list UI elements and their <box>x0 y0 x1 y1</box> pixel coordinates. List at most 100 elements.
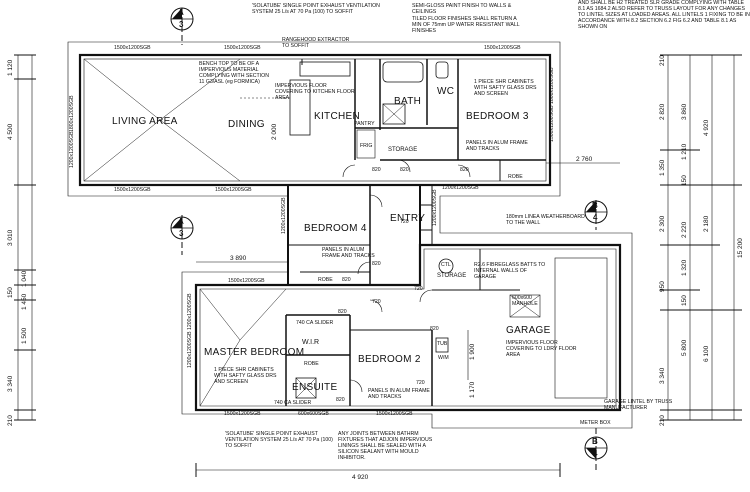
door-swing <box>369 194 383 208</box>
note-rangehood: RANGEHOOD EXTRACTOR TO SOFFIT <box>282 37 350 49</box>
note-screen-bath: 1 PIECE SHR CABINETS WITH SAFTY GLASS DR… <box>474 79 537 97</box>
note-screen-ensuite: 1 PIECE SHR CABINETS WITH SAFTY GLASS DR… <box>214 367 277 385</box>
bath-tub <box>382 61 424 83</box>
door-code: 820 <box>372 261 381 267</box>
room-label-bath: BATH <box>394 96 422 107</box>
window-code: 1200x1200SGB <box>432 189 438 226</box>
washing-machine-label: W/M <box>438 355 449 361</box>
dimension-label: 150 <box>681 295 688 306</box>
note-manhole: 600x600 MANHOLE <box>512 295 538 307</box>
dimension-label: 1 040 <box>21 270 28 287</box>
room-label-wc: WC <box>437 86 455 97</box>
window-code: 1500x1200SGB <box>376 411 413 417</box>
dimension-label: 2 300 <box>659 215 666 232</box>
ctl-label: CTL <box>441 262 451 268</box>
dimension-label: 3 340 <box>7 375 14 392</box>
dimension-label: 3 010 <box>7 229 14 246</box>
door-code: 820 <box>342 277 351 283</box>
dimension-label: 3 860 <box>681 103 688 120</box>
ensuite-shower <box>295 377 317 399</box>
island-bench <box>289 79 311 136</box>
dimension-label: 6 100 <box>703 345 710 362</box>
door-code: 820 <box>430 326 439 332</box>
dimension-label: 3 890 <box>230 255 247 262</box>
dimension-label: 4 920 <box>703 119 710 136</box>
dimension-label: 2 180 <box>703 215 710 232</box>
garage-car-space <box>554 257 608 399</box>
dimension-label: 210 <box>659 415 666 426</box>
dimension-label: 2 820 <box>659 103 666 120</box>
room-label-fridge: FRIG <box>360 143 373 149</box>
note-exhaust-top: 'SOLATUBE' SINGLE POINT EXHAUST VENTILAT… <box>252 3 380 15</box>
note-top-right: AND SHALL BE H2 TREATED SLR GRADE COMPLY… <box>578 0 750 30</box>
upper-wing-walls <box>78 53 552 187</box>
room-label-garage: GARAGE <box>506 325 551 336</box>
window-code: 1800x1200SGB <box>69 95 75 132</box>
dimension-label: 1 450 <box>21 293 28 310</box>
dimension-label: 210 <box>7 415 14 426</box>
room-label-bedroom4: BEDROOM 4 <box>304 223 367 234</box>
window-code: 1500x1200SGB <box>114 187 151 193</box>
dimension-label: 210 <box>659 55 666 66</box>
room-label-wir: W.I.R <box>302 339 320 346</box>
window-code: 1800x1200SGB <box>549 67 555 104</box>
dimension-label: 150 <box>7 287 14 298</box>
door-code: 720 <box>400 219 409 225</box>
note-joints: ANY JOINTS BETWEEN BATHRM FIXTURES THAT … <box>338 431 433 461</box>
window-code: 1200x1200SGB <box>69 131 75 168</box>
door-code: 820 <box>400 167 409 173</box>
wir-robe-label: ROBE <box>304 361 319 367</box>
window-code: 1500x1200SGB <box>215 187 252 193</box>
laundry-tub <box>435 337 449 353</box>
window-code: 1200x1200SGB <box>281 197 287 234</box>
note-fibreglass: R2.6 FIBREGLASS BATTS TO INTERNAL WALLS … <box>474 262 546 280</box>
window-code: 1500x1200SGB <box>114 45 151 51</box>
toilet-wc <box>435 61 449 79</box>
dimension-label: 950 <box>659 281 666 292</box>
room-label-bedroom3: BEDROOM 3 <box>466 111 529 122</box>
window-code: 1500x1200SGB <box>224 45 261 51</box>
room-label-bedroom2: BEDROOM 2 <box>358 354 421 365</box>
dimension-label: 4 500 <box>7 123 14 140</box>
kitchen-bench <box>299 61 351 77</box>
door-code: 820 <box>372 167 381 173</box>
dimension-label: 15 200 <box>737 238 744 258</box>
section-marker-letter: A <box>178 8 184 17</box>
tub-label: TUB <box>437 341 448 347</box>
room-label-dining: DINING <box>228 119 265 130</box>
note-ca-slider-top: 740 CA SLIDER <box>296 320 334 326</box>
ctl-circle <box>438 258 454 274</box>
window-code: 1500x1200SGB <box>228 278 265 284</box>
room-label-storage-garage: STORAGE <box>437 273 467 279</box>
note-semigloss: SEMI-GLOSS PAINT FINISH TO WALLS & CEILI… <box>412 3 512 15</box>
dimension-label: 5 800 <box>681 339 688 356</box>
note-garage-lintel: GARAGE LINTEL BY TRUSS MANUFACTURER <box>604 399 673 411</box>
dimension-label: 1 210 <box>681 143 688 160</box>
note-panels-bed2: PANELS IN ALUM FRAME AND TRACKS <box>368 388 430 400</box>
window-code: 1200x1200SGB <box>187 293 193 330</box>
note-panels-bed4: PANELS IN ALUM FRAME AND TRACKS <box>322 247 375 259</box>
door-code: 820 <box>460 167 469 173</box>
section-marker-letter: A <box>178 217 184 226</box>
dimension-label: 1 120 <box>7 59 14 76</box>
room-label-storage-hall: STORAGE <box>388 147 418 153</box>
note-impervious-garage: IMPERVIOUS FLOOR COVERING TO LDRY FLOOR … <box>506 340 577 358</box>
note-tiled: TILED FLOOR FINISHES SHALL RETURN A MIN … <box>412 16 520 34</box>
note-bench: BENCH TOP TO BE OF A IMPERVIOUS MATERIAL… <box>199 61 269 85</box>
dimension-label: 1 900 <box>469 343 476 360</box>
door-code: 720 <box>372 299 381 305</box>
door-code: 720 <box>416 380 425 386</box>
dimension-label: 150 <box>681 175 688 186</box>
window-code: 1200x1200SGB <box>187 331 193 368</box>
dimension-label: 1 170 <box>469 381 476 398</box>
dimension-label: 1 320 <box>681 259 688 276</box>
lower-wing-walls <box>194 243 622 412</box>
room-label-living: LIVING AREA <box>112 116 178 127</box>
dimension-label: 2 760 <box>576 156 593 163</box>
door-code: 720 <box>414 286 423 292</box>
dimension-label: 4 920 <box>352 474 369 481</box>
vanity <box>382 103 406 125</box>
manhole-box <box>509 294 541 318</box>
section-marker-page: 4 <box>593 449 598 458</box>
section-marker-page: 3 <box>179 229 184 238</box>
